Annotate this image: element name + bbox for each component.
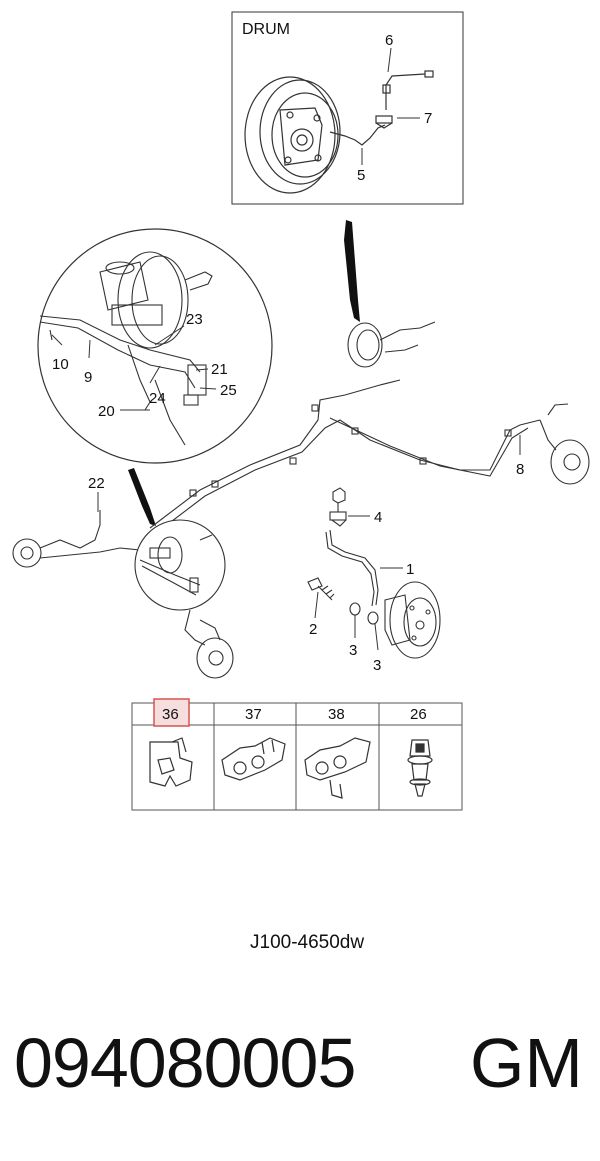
callout-20: 20 (98, 403, 115, 420)
front-disc-hose-detail (307, 487, 441, 659)
parts-table-header-36: 36 (162, 706, 179, 723)
part-37-clip-illustration (221, 737, 286, 781)
part-38-clip-illustration (304, 737, 371, 799)
callout-4: 4 (374, 509, 382, 526)
parts-table-header-26: 26 (410, 706, 427, 723)
drum-detail-box: DRUM 6 7 (231, 11, 464, 205)
master-cylinder-location-circle (134, 519, 226, 611)
callout-2: 2 (309, 621, 317, 638)
callout-3-washer-upper: 3 (349, 642, 357, 659)
part-26-fastener-illustration (407, 739, 433, 797)
callout-25: 25 (220, 382, 237, 399)
callout-6: 6 (385, 32, 393, 49)
callout-1: 1 (406, 561, 414, 578)
diagram-code: J100-4650dw (250, 932, 365, 953)
callout-9: 9 (84, 369, 92, 386)
drum-illustration (244, 76, 341, 194)
part-number: 094080005 (14, 1024, 356, 1102)
vehicle-brake-layout (12, 321, 590, 679)
callout-10: 10 (52, 356, 69, 373)
drum-box-title: DRUM (242, 21, 290, 38)
callout-7: 7 (424, 110, 432, 127)
callout-8: 8 (516, 461, 524, 478)
part-36-clip-illustration (149, 737, 193, 787)
parts-table-header-38: 38 (328, 706, 345, 723)
callout-5: 5 (357, 167, 365, 184)
callout-23: 23 (186, 311, 203, 328)
master-cylinder-pointer-arrow (128, 468, 156, 526)
callout-21: 21 (211, 361, 228, 378)
callout-22: 22 (88, 475, 105, 492)
highlighted-part-36-box (153, 698, 190, 727)
parts-table-header-37: 37 (245, 706, 262, 723)
parts-table: 36 37 38 26 (131, 698, 463, 811)
drum-brake-hose (329, 70, 434, 146)
callout-3-washer-lower: 3 (373, 657, 381, 674)
drum-pointer-arrow (344, 220, 360, 322)
callout-24: 24 (149, 390, 166, 407)
master-cylinder-detail-circle: 23 21 25 24 20 10 9 (37, 228, 273, 464)
brand-name: GM (470, 1024, 583, 1102)
